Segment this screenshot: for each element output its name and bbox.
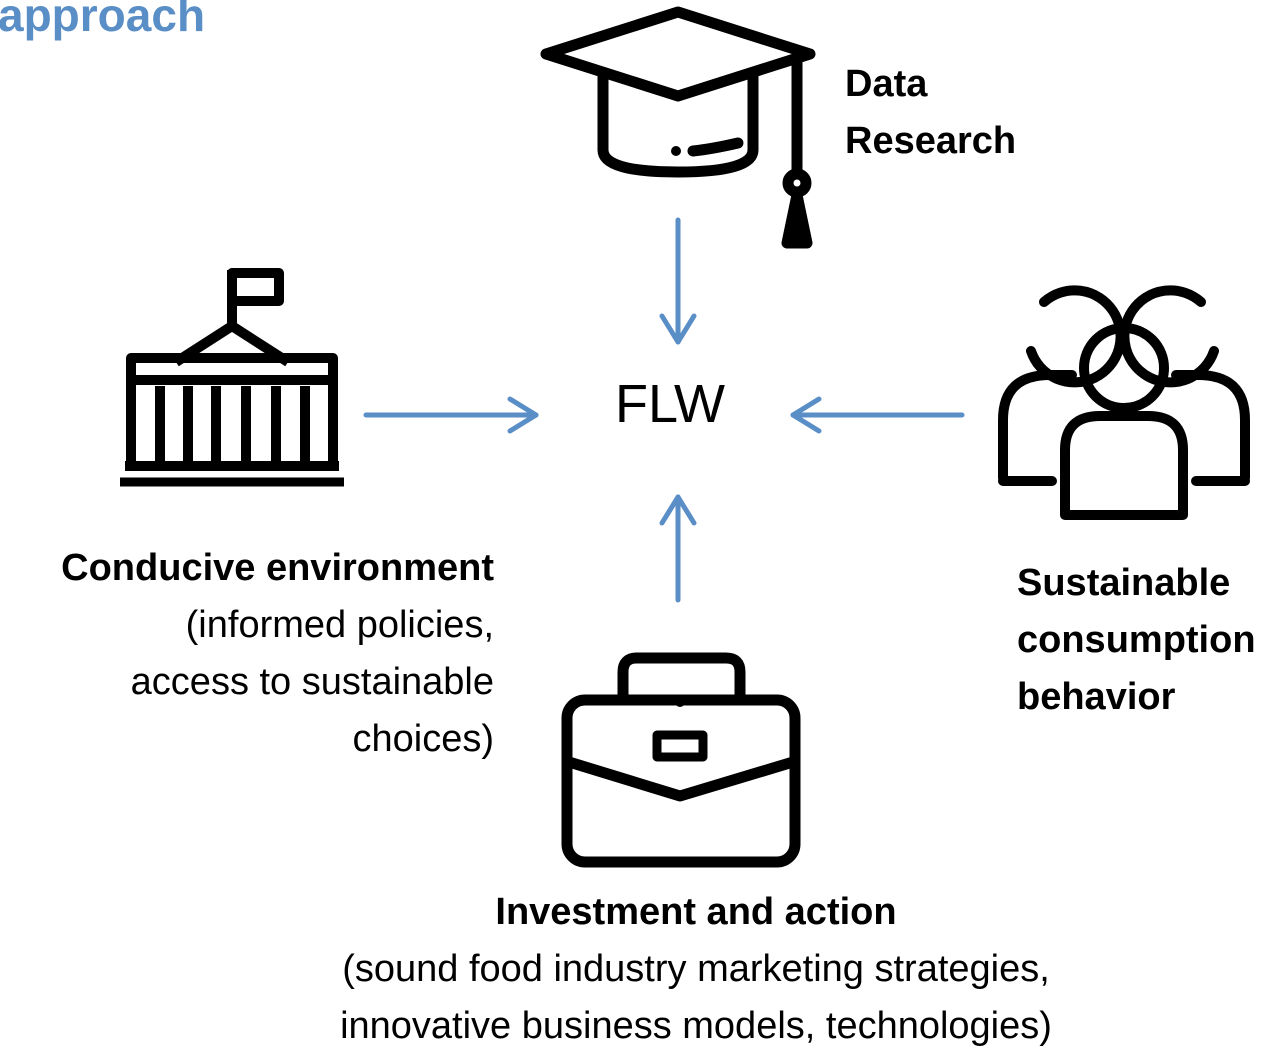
node-left-detail-line: (informed policies, — [185, 604, 494, 646]
node-top-title-line: Research — [845, 120, 1017, 162]
node-right-title-line: behavior — [1017, 676, 1176, 718]
node-left-detail-line: access to sustainable — [130, 661, 494, 703]
node-bottom-detail-line: (sound food industry marketing strategie… — [342, 948, 1050, 990]
arrow-right-to-center — [790, 396, 965, 434]
graduation-cap-icon — [540, 6, 816, 249]
page-title: approach — [0, 0, 206, 41]
node-right-label: Sustainable consumption behavior — [1017, 555, 1256, 726]
briefcase-icon — [561, 652, 801, 868]
node-left-detail-line: choices) — [352, 718, 495, 760]
arrow-top-to-center — [659, 217, 697, 345]
government-building-icon — [120, 268, 344, 487]
node-left-label: Conducive environment (informed policies… — [10, 540, 494, 768]
node-right-title-line: consumption — [1017, 619, 1256, 661]
node-bottom-detail-line: innovative business models, technologies… — [340, 1005, 1052, 1047]
node-right-title-line: Sustainable — [1017, 562, 1231, 604]
arrow-bottom-to-center — [659, 494, 697, 603]
node-bottom-label: Investment and action (sound food indust… — [220, 884, 1172, 1055]
node-top-label: Data Research — [845, 56, 1016, 170]
arrow-left-to-center — [363, 396, 539, 434]
node-top-title-line: Data — [845, 63, 928, 105]
node-left-title: Conducive environment — [61, 547, 494, 589]
center-label-flw: FLW — [615, 374, 725, 434]
people-group-icon — [998, 285, 1250, 520]
node-bottom-title: Investment and action — [495, 891, 897, 933]
